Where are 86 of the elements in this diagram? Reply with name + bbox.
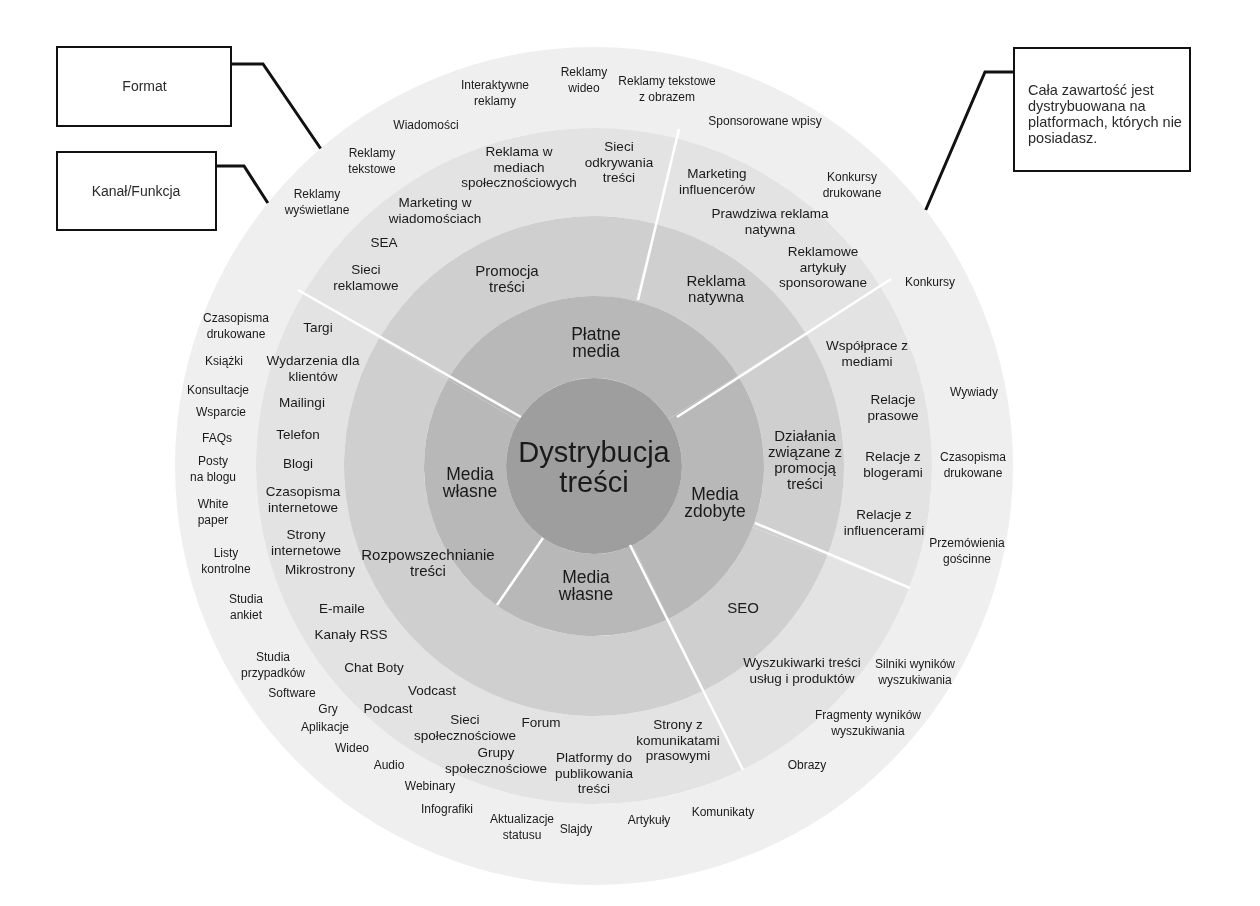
channel-label: Sieci odkrywania treści <box>584 138 654 186</box>
callout-box <box>1013 47 1191 172</box>
format-label: Software <box>268 686 316 702</box>
format-label: Audio <box>373 758 405 774</box>
media-type-label: Płatne media <box>571 325 621 359</box>
channel-label: Strony z komunikatami prasowymi <box>636 716 720 764</box>
channel-label: Platformy do publikowania treści <box>554 749 634 797</box>
channel-label: SEA <box>370 235 398 251</box>
channel-label: Podcast <box>363 701 413 717</box>
format-label: Sponsorowane wpisy <box>708 114 822 130</box>
format-label: Konkursy drukowane <box>822 169 882 201</box>
channel-label: E-maile <box>319 601 365 617</box>
channel-label: Grupy społecznościowe <box>444 744 548 776</box>
channel-label: Mikrostrony <box>285 562 355 578</box>
format-label: Aplikacje <box>301 720 349 736</box>
format-label: White paper <box>197 496 229 528</box>
callout-text: Kanał/Funkcja <box>91 182 181 200</box>
channel-label: Reklamowe artykuły sponsorowane <box>779 243 867 291</box>
format-label: Czasopisma drukowane <box>203 310 269 342</box>
format-label: Obrazy <box>787 758 827 774</box>
channel-label: Relacje z influencerami <box>843 506 925 538</box>
format-label: Fragmenty wyników wyszukiwania <box>815 707 921 739</box>
strategy-label: Działania związane z promocją treści <box>767 428 843 492</box>
format-label: Konsultacje <box>187 383 249 399</box>
callout-box <box>56 151 217 231</box>
channel-label: Sieci społecznościowe <box>413 711 517 743</box>
channel-label: Relacje z blogerami <box>863 448 923 480</box>
channel-label: Prawdziwa reklama natywna <box>711 205 829 237</box>
channel-label: Reklama w mediach społecznościowych <box>461 143 577 191</box>
channel-label: Marketing influencerów <box>679 165 755 197</box>
callout-box <box>56 46 232 127</box>
channel-label: Sieci reklamowe <box>333 261 399 293</box>
media-type-label: Media własne <box>558 568 614 602</box>
format-label: Silniki wyników wyszukiwania <box>875 656 955 688</box>
channel-label: Marketing w wiadomościach <box>388 194 482 226</box>
channel-label: Telefon <box>276 427 320 443</box>
format-label: Studia ankiet <box>229 591 263 623</box>
format-label: Wideo <box>335 741 369 757</box>
channel-label: Relacje prasowe <box>867 391 919 423</box>
strategy-label: Reklama natywna <box>686 273 746 305</box>
channel-label: Targi <box>303 320 333 336</box>
media-type-label: Media własne <box>442 465 498 499</box>
callout-text: Cała zawartość jest dystrybuowana na platformach, których nie posiadasz. <box>1028 82 1182 146</box>
channel-label: Wydarzenia dla klientów <box>266 352 360 384</box>
strategy-label: Rozpowszechnianie treści <box>361 547 495 579</box>
channel-label: Kanały RSS <box>314 627 388 643</box>
strategy-label: Promocja treści <box>475 263 539 295</box>
format-label: Przemówienia gościnne <box>929 535 1005 567</box>
format-label: Konkursy <box>905 275 955 291</box>
format-label: Studia przypadków <box>241 649 305 681</box>
channel-label: Forum <box>521 715 561 731</box>
leader-line <box>924 70 1013 211</box>
channel-label: Współprace z mediami <box>826 337 908 369</box>
channel-label: Chat Boty <box>344 660 404 676</box>
format-label: Webinary <box>404 779 456 795</box>
strategy-label: SEO <box>727 600 759 616</box>
format-label: Artykuły <box>627 813 671 829</box>
callout-text: Format <box>122 77 167 95</box>
format-label: Reklamy tekstowe <box>348 145 396 177</box>
format-label: Czasopisma drukowane <box>940 449 1006 481</box>
center-title: Dystrybucja treści <box>518 437 670 497</box>
format-label: Interaktywne reklamy <box>461 77 529 109</box>
channel-label: Vodcast <box>408 683 456 699</box>
format-label: Komunikaty <box>691 805 755 821</box>
format-label: Gry <box>318 702 338 718</box>
format-label: Książki <box>205 354 243 370</box>
media-type-label: Media zdobyte <box>684 485 746 519</box>
leader-line <box>232 62 322 150</box>
format-label: Reklamy tekstowe z obrazem <box>618 73 716 105</box>
format-label: Listy kontrolne <box>201 545 251 577</box>
format-label: Posty na blogu <box>190 453 236 485</box>
channel-label: Blogi <box>283 456 313 472</box>
leader-line <box>217 164 270 204</box>
format-label: Reklamy wideo <box>560 64 608 96</box>
format-label: Reklamy wyświetlane <box>284 186 350 218</box>
channel-label: Wyszukiwarki treści usług i produktów <box>743 654 861 686</box>
format-label: Wiadomości <box>393 118 459 134</box>
channel-label: Mailingi <box>279 395 325 411</box>
format-label: Slajdy <box>559 822 593 838</box>
format-label: Infografiki <box>421 802 473 818</box>
format-label: Aktualizacje statusu <box>490 811 554 843</box>
format-label: FAQs <box>202 431 232 447</box>
channel-label: Czasopisma internetowe <box>265 483 341 515</box>
format-label: Wsparcie <box>196 405 246 421</box>
channel-label: Strony internetowe <box>271 526 341 558</box>
format-label: Wywiady <box>950 385 998 401</box>
